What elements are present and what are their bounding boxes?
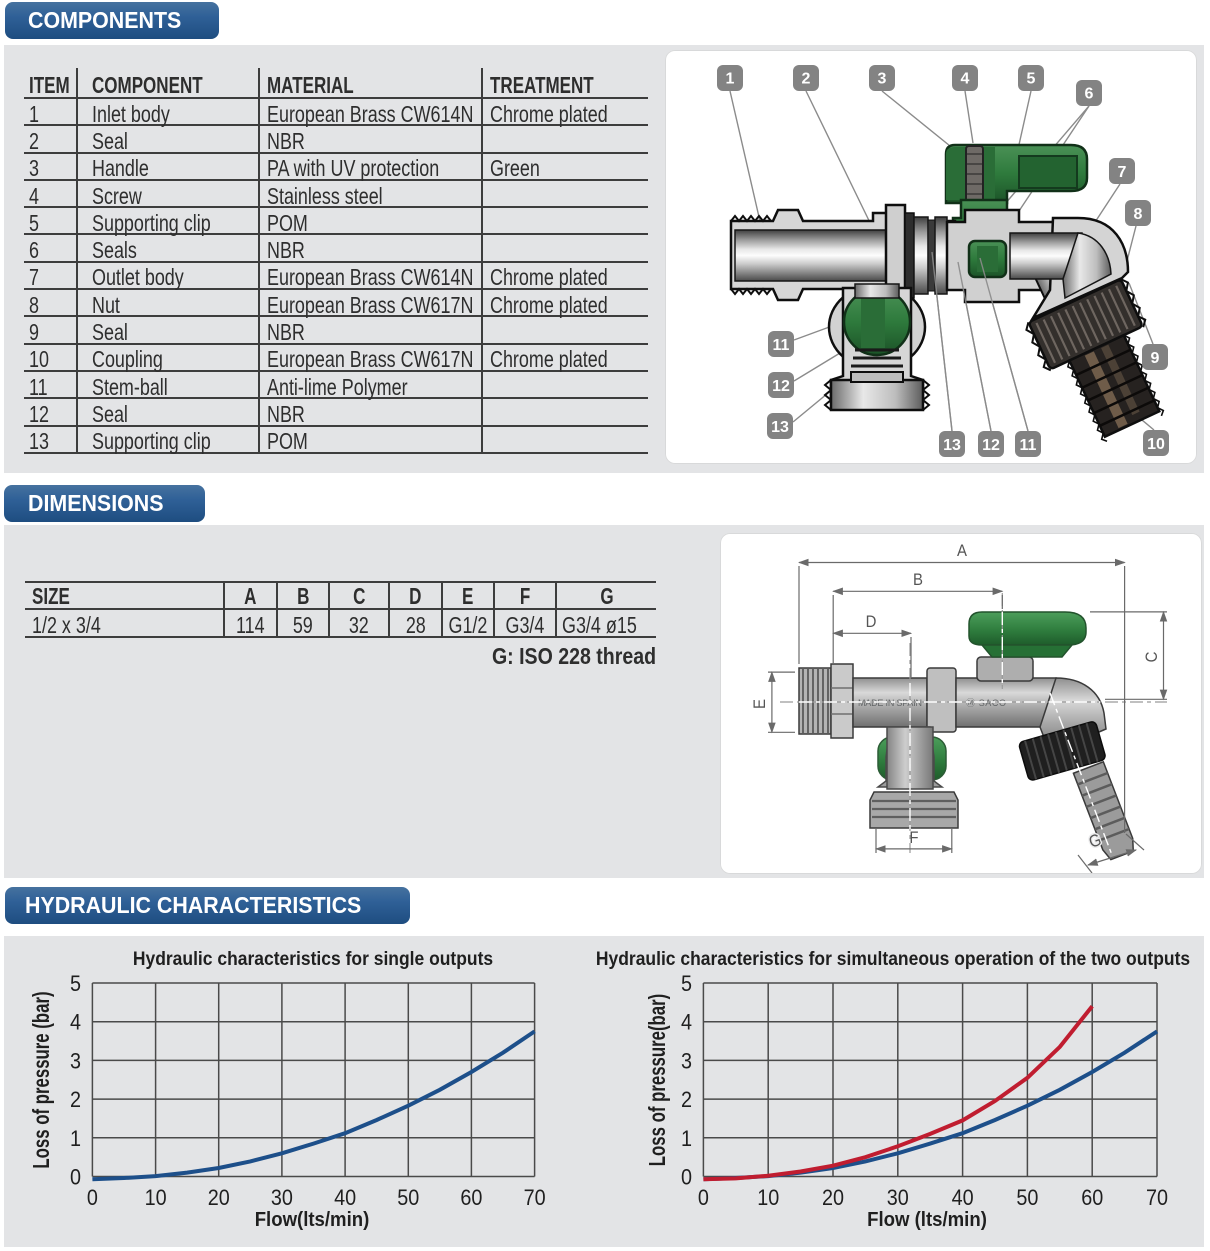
- svg-text:3: 3: [681, 1049, 692, 1073]
- svg-text:5: 5: [70, 972, 81, 996]
- svg-text:Flow (lts/min): Flow (lts/min): [867, 1209, 987, 1231]
- svg-text:E: E: [751, 699, 769, 709]
- svg-text:D: D: [866, 613, 877, 631]
- svg-text:A: A: [957, 542, 967, 560]
- svg-text:10: 10: [1147, 436, 1165, 453]
- svg-text:9: 9: [1151, 350, 1160, 367]
- svg-text:Loss of pressure (bar): Loss of pressure (bar): [30, 991, 55, 1168]
- svg-text:5: 5: [1027, 71, 1036, 88]
- svg-text:1: 1: [726, 71, 735, 88]
- svg-text:5: 5: [681, 972, 692, 996]
- svg-text:8: 8: [1134, 206, 1143, 223]
- svg-text:50: 50: [397, 1186, 419, 1210]
- svg-text:10: 10: [145, 1186, 167, 1210]
- svg-text:30: 30: [887, 1186, 909, 1210]
- svg-text:Loss of pressure(bar): Loss of pressure(bar): [646, 994, 671, 1167]
- svg-text:2: 2: [70, 1088, 81, 1112]
- svg-text:40: 40: [952, 1186, 974, 1210]
- svg-text:2: 2: [802, 71, 811, 88]
- svg-text:4: 4: [70, 1011, 81, 1035]
- svg-text:1: 1: [70, 1127, 81, 1151]
- svg-text:12: 12: [982, 437, 1000, 454]
- svg-text:MADE IN SPAIN: MADE IN SPAIN: [858, 698, 922, 708]
- svg-text:0: 0: [70, 1166, 81, 1190]
- svg-text:0: 0: [698, 1186, 709, 1210]
- svg-text:0: 0: [87, 1186, 98, 1210]
- svg-text:3: 3: [70, 1049, 81, 1073]
- svg-text:50: 50: [1016, 1186, 1038, 1210]
- svg-text:3: 3: [878, 71, 887, 88]
- svg-text:20: 20: [822, 1186, 844, 1210]
- svg-text:Ⓜ SACO: Ⓜ SACO: [966, 698, 1006, 708]
- svg-text:13: 13: [771, 419, 789, 436]
- svg-text:10: 10: [757, 1186, 779, 1210]
- svg-text:60: 60: [1081, 1186, 1103, 1210]
- svg-text:11: 11: [1020, 437, 1037, 454]
- svg-text:7: 7: [1118, 164, 1127, 181]
- svg-text:0: 0: [681, 1166, 692, 1190]
- svg-text:B: B: [913, 571, 923, 589]
- svg-text:C: C: [1143, 652, 1161, 663]
- svg-text:11: 11: [773, 337, 790, 354]
- svg-text:60: 60: [460, 1186, 482, 1210]
- svg-text:F: F: [909, 829, 918, 847]
- svg-text:Flow(lts/min): Flow(lts/min): [255, 1209, 370, 1231]
- svg-text:4: 4: [961, 71, 970, 88]
- svg-text:13: 13: [943, 437, 961, 454]
- svg-text:70: 70: [1146, 1186, 1168, 1210]
- svg-text:70: 70: [524, 1186, 546, 1210]
- svg-text:Hydraulic characteristics for: Hydraulic characteristics for single out…: [133, 947, 493, 969]
- svg-text:4: 4: [681, 1011, 692, 1035]
- svg-text:20: 20: [208, 1186, 230, 1210]
- svg-text:6: 6: [1085, 86, 1094, 103]
- svg-text:Hydraulic characteristics for: Hydraulic characteristics for simultaneo…: [596, 947, 1190, 969]
- svg-text:1: 1: [681, 1127, 692, 1151]
- svg-text:30: 30: [271, 1186, 293, 1210]
- svg-text:40: 40: [334, 1186, 356, 1210]
- svg-text:2: 2: [681, 1088, 692, 1112]
- svg-text:12: 12: [772, 378, 790, 395]
